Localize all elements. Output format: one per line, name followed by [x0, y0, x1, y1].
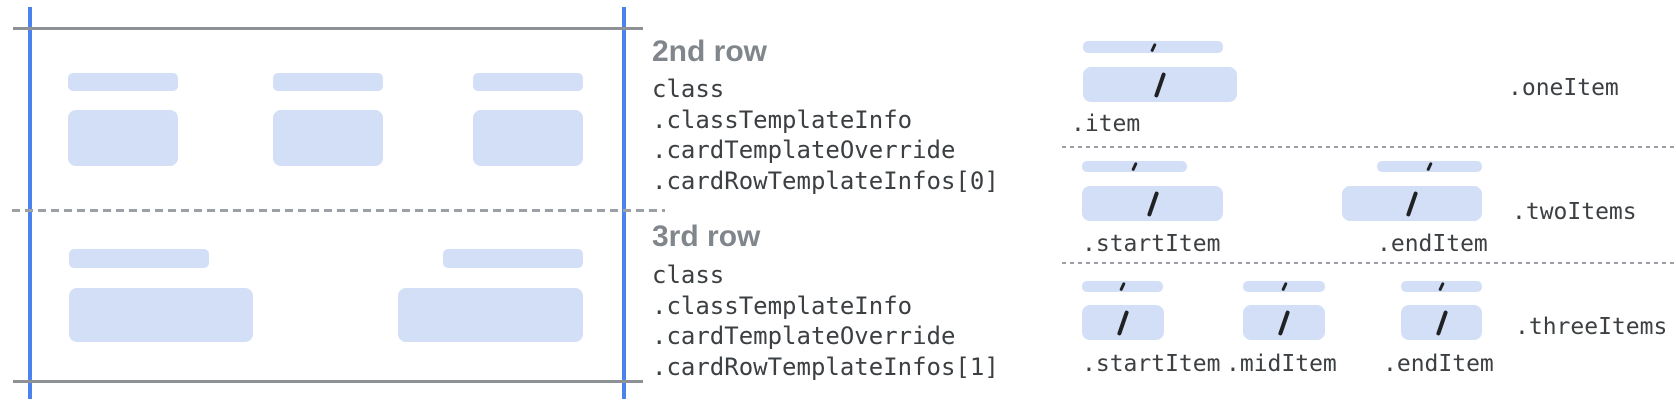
row2-class-path: class .classTemplateInfo .cardTemplateOv…: [652, 74, 999, 196]
two-items-end-label-bar: [1377, 161, 1482, 172]
three-items-start-value-bar: [1082, 305, 1164, 340]
three-items-name-label: .threeItems: [1515, 314, 1668, 340]
slash-icon: [1426, 161, 1433, 172]
card-row2-mid-value-bar: [273, 110, 383, 166]
three-items-mid-label-bar: [1243, 281, 1325, 292]
slash-icon: [1149, 42, 1157, 52]
row3-code-line: .classTemplateInfo: [652, 291, 913, 320]
two-items-name-label: .twoItems: [1512, 199, 1637, 225]
end-item-field-label: .endItem: [1383, 351, 1494, 377]
one-item-label-bar: [1083, 41, 1223, 53]
row2-heading: 2nd row: [652, 35, 768, 68]
card-row3-start-label-bar: [69, 249, 209, 268]
card-row2-start-value-bar: [68, 110, 178, 166]
card-row3-end-label-bar: [443, 249, 583, 268]
card-right-edge-line: [622, 7, 626, 399]
start-item-field-label: .startItem: [1082, 351, 1221, 377]
slash-icon: [1131, 161, 1138, 172]
slash-icon: [1146, 190, 1159, 217]
card-bottom-edge-line: [13, 380, 643, 383]
row3-class-path: class .classTemplateInfo .cardTemplateOv…: [652, 260, 999, 382]
card-left-edge-line: [28, 7, 32, 399]
row3-code-line: class: [652, 261, 725, 289]
three-items-start-label-bar: [1082, 281, 1163, 292]
row3-code-line: .cardRowTemplateInfos[1]: [652, 352, 999, 381]
row2-code-line: class: [652, 75, 725, 103]
item-field-label: .item: [1071, 111, 1141, 137]
one-item-value-bar: [1083, 67, 1237, 102]
row2-code-line: .cardRowTemplateInfos[0]: [652, 166, 999, 195]
start-item-field-label: .startItem: [1082, 231, 1221, 257]
three-items-end-label-bar: [1401, 281, 1482, 292]
layout-divider-dotted-line: [1062, 262, 1676, 264]
row2-code-line: .cardTemplateOverride: [652, 136, 956, 164]
row3-code-line: .cardTemplateOverride: [652, 322, 956, 350]
card-row3-start-value-bar: [69, 288, 253, 342]
card-row3-end-value-bar: [398, 288, 583, 342]
slash-icon: [1280, 281, 1288, 292]
card-top-edge-line: [13, 27, 643, 30]
slash-icon: [1438, 281, 1445, 292]
slash-icon: [1435, 309, 1448, 336]
card-row2-mid-label-bar: [273, 73, 383, 91]
slash-icon: [1119, 281, 1126, 292]
slash-icon: [1405, 190, 1419, 217]
card-row2-end-label-bar: [473, 73, 583, 91]
three-items-end-value-bar: [1401, 305, 1482, 340]
row2-code-line: .classTemplateInfo: [652, 105, 913, 134]
row-divider-dashed-line: [12, 209, 665, 212]
two-items-start-label-bar: [1082, 161, 1187, 172]
end-item-field-label: .endItem: [1377, 231, 1488, 257]
card-row2-end-value-bar: [473, 110, 583, 166]
slash-icon: [1277, 309, 1291, 336]
one-item-name-label: .oneItem: [1508, 75, 1619, 101]
slash-icon: [1116, 309, 1130, 336]
layout-divider-dotted-line: [1062, 146, 1676, 148]
three-items-mid-value-bar: [1243, 305, 1325, 340]
two-items-end-value-bar: [1342, 186, 1482, 221]
two-items-start-value-bar: [1082, 186, 1223, 221]
row3-heading: 3rd row: [652, 220, 761, 253]
slash-icon: [1153, 71, 1167, 98]
mid-item-field-label: .midItem: [1226, 351, 1337, 377]
card-row2-start-label-bar: [68, 73, 178, 91]
